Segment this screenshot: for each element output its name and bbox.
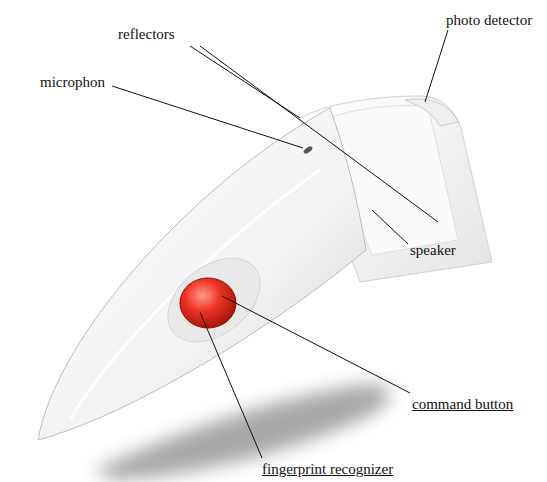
leader-line — [372, 210, 408, 244]
underlined-part-label: command button — [412, 396, 513, 413]
leader-line — [222, 296, 410, 393]
part-label: microphon — [40, 74, 105, 91]
body-highlight — [70, 170, 320, 420]
microphone-slot — [302, 145, 313, 155]
device-body — [38, 108, 366, 440]
part-label: reflectors — [118, 26, 175, 43]
button-recess — [152, 241, 276, 359]
part-label: photo detector — [446, 12, 532, 29]
leader-line — [425, 30, 448, 102]
underlined-part-label: fingerprint recognizer — [262, 461, 393, 478]
leader-line — [200, 312, 262, 458]
leader-line — [200, 46, 438, 222]
leader-lines — [112, 30, 448, 458]
part-label: speaker — [410, 242, 456, 259]
photo-detector — [405, 99, 458, 126]
command-button — [180, 278, 236, 328]
leader-line — [112, 86, 303, 148]
